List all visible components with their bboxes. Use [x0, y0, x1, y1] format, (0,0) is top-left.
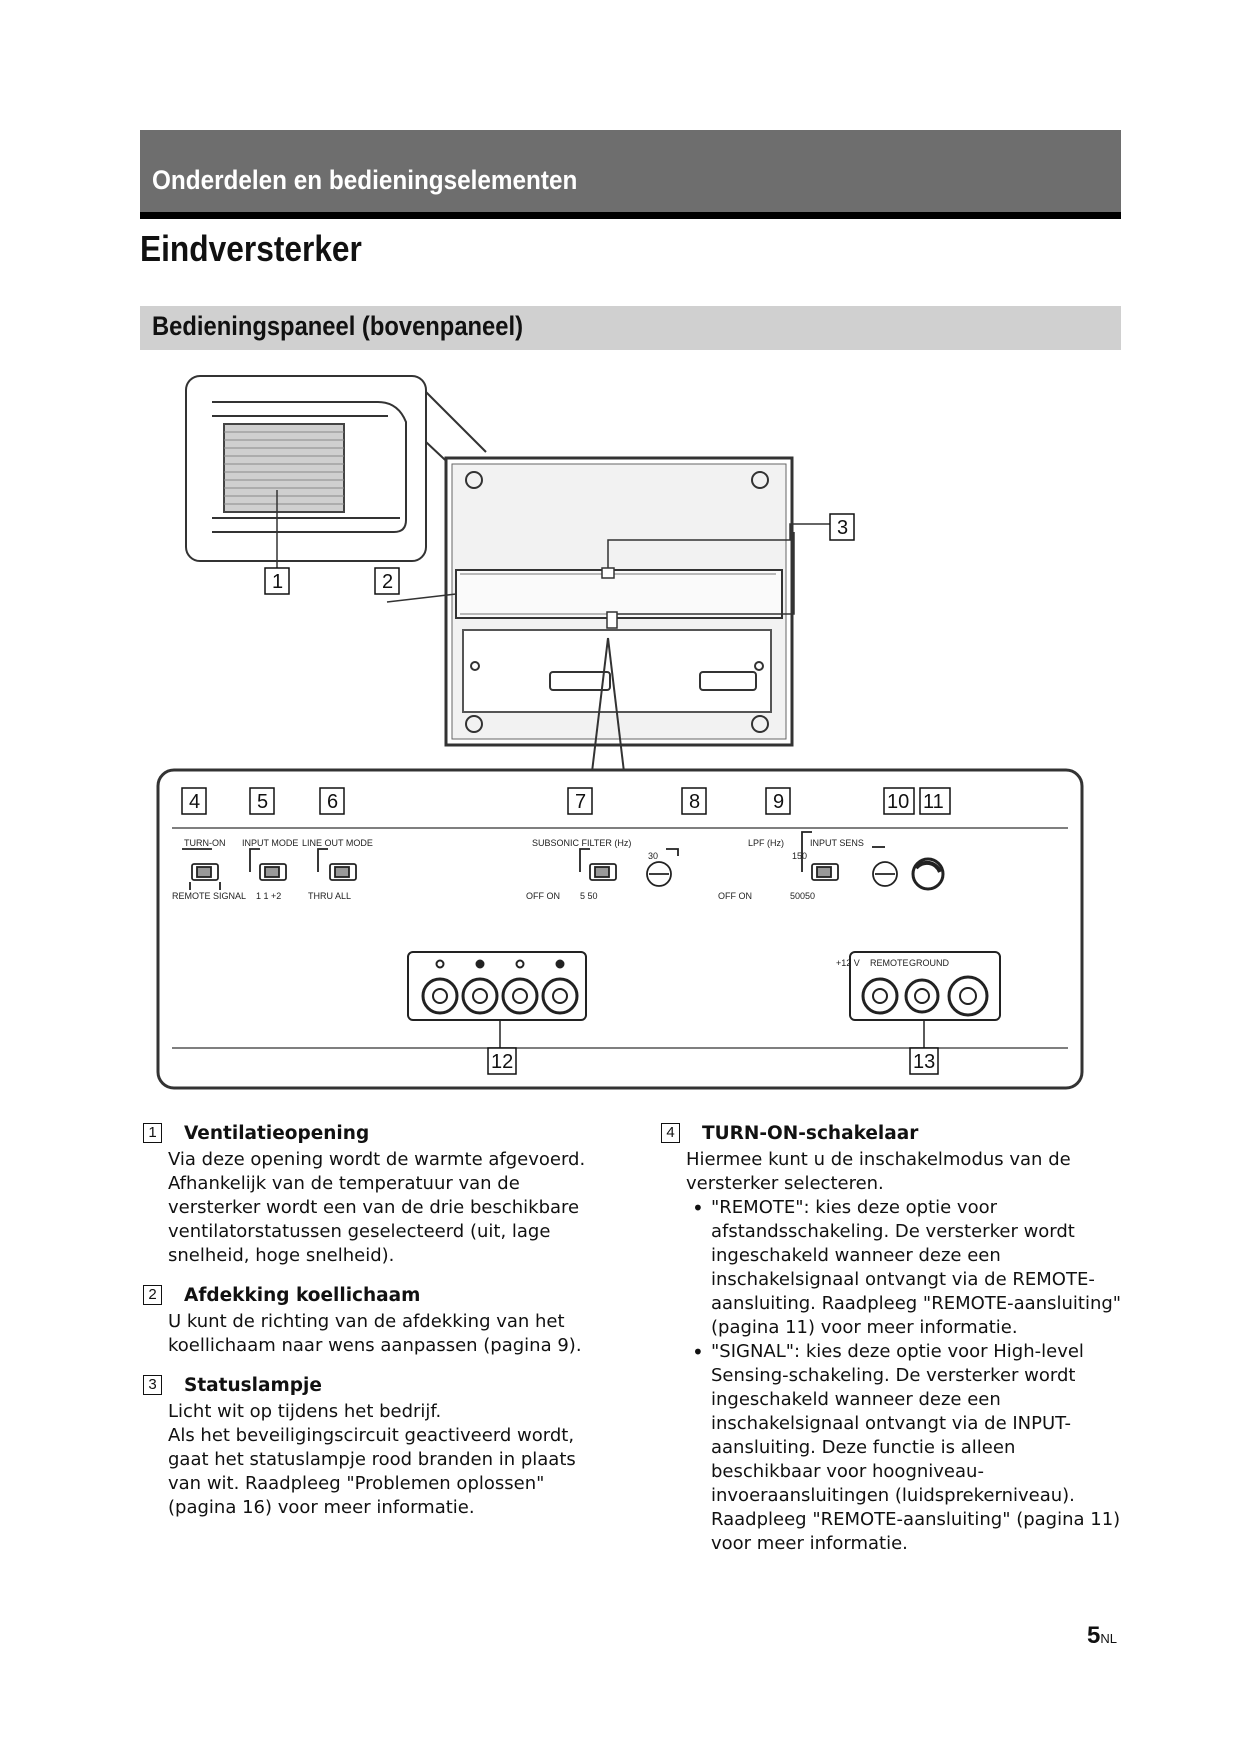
- item-number: 2: [143, 1285, 162, 1305]
- label-lpf: LPF (Hz): [748, 838, 784, 848]
- callout-7: 7: [567, 787, 593, 815]
- label-subsonic-filter: SUBSONIC FILTER (Hz): [532, 838, 631, 848]
- svg-text:4: 4: [189, 791, 200, 813]
- descriptions-left: 1 Ventilatieopening Via deze opening wor…: [140, 1118, 600, 1532]
- label-lpf-off-on: OFF ON: [718, 891, 752, 901]
- switches: [182, 831, 945, 891]
- callout-8: 8: [681, 787, 707, 815]
- svg-text:5: 5: [257, 791, 268, 813]
- label-thru-all: THRU ALL: [308, 891, 351, 901]
- item-1: 1 Ventilatieopening Via deze opening wor…: [140, 1118, 600, 1268]
- item-4: 4 TURN-ON-schakelaar Hiermee kunt u de i…: [658, 1118, 1128, 1556]
- label-remote-signal: REMOTE SIGNAL: [172, 891, 246, 901]
- label-12v: +12 V: [836, 958, 860, 968]
- item-number: 1: [143, 1123, 162, 1143]
- vent-inset: [185, 375, 487, 562]
- subsection-title: Bedieningspaneel (bovenpaneel): [152, 311, 524, 341]
- item-title: Statuslampje: [184, 1374, 322, 1396]
- item-title: Afdekking koellichaam: [184, 1284, 421, 1306]
- item-number: 4: [661, 1123, 680, 1143]
- callout-10: 10: [883, 787, 915, 815]
- svg-text:3: 3: [837, 517, 848, 539]
- callout-3: 3: [829, 513, 855, 541]
- label-lpf-mark: 150: [792, 851, 807, 861]
- item-3: 3 Statuslampje Licht wit op tijdens het …: [140, 1370, 600, 1520]
- control-panel-diagram: TURN-ON INPUT MODE LINE OUT MODE SUBSONI…: [156, 375, 1084, 1090]
- item-title: Ventilatieopening: [184, 1122, 370, 1144]
- label-input-mode: INPUT MODE: [242, 838, 298, 848]
- page-title: Eindversterker: [140, 228, 362, 269]
- item-text: U kunt de richting van de afdekking van …: [168, 1311, 582, 1356]
- item-text: Als het beveiligingscircuit geactiveerd …: [168, 1425, 576, 1518]
- item-text: Licht wit op tijdens het bedrijf.: [168, 1401, 442, 1422]
- callout-2: 2: [374, 567, 400, 595]
- label-remote: REMOTE: [870, 958, 909, 968]
- bullet-item: "REMOTE": kies deze optie voor afstandss…: [686, 1196, 1128, 1340]
- label-subsonic-mark: 30: [648, 851, 658, 861]
- power-terminals: [849, 951, 1001, 1048]
- svg-text:9: 9: [773, 791, 784, 813]
- label-input-mode-options: 1 1 +2: [256, 891, 281, 901]
- speaker-terminals: [407, 951, 587, 1048]
- label-subsonic-values: 5 50: [580, 891, 598, 901]
- item-text: Hiermee kunt u de inschakelmodus van de …: [686, 1149, 1071, 1194]
- svg-text:2: 2: [382, 571, 393, 593]
- callout-1: 1: [264, 567, 290, 595]
- svg-text:10: 10: [887, 791, 909, 813]
- item-title: TURN-ON-schakelaar: [702, 1122, 919, 1144]
- callout-4: 4: [181, 787, 207, 815]
- page-number: 5NL: [1087, 1622, 1117, 1649]
- label-lpf-values: 50050: [790, 891, 815, 901]
- label-input-sens: INPUT SENS: [810, 838, 864, 848]
- callout-5: 5: [249, 787, 275, 815]
- svg-text:6: 6: [327, 791, 338, 813]
- label-turn-on: TURN-ON: [184, 838, 226, 848]
- item-2: 2 Afdekking koellichaam U kunt de richti…: [140, 1280, 600, 1358]
- section-title: Onderdelen en bedieningselementen: [152, 165, 578, 195]
- label-ground: GROUND: [909, 958, 949, 968]
- callout-12: 12: [487, 1047, 517, 1075]
- section-banner: Onderdelen en bedieningselementen: [140, 130, 1121, 219]
- svg-text:12: 12: [491, 1051, 513, 1073]
- page-suffix: NL: [1100, 1631, 1117, 1646]
- descriptions-right: 4 TURN-ON-schakelaar Hiermee kunt u de i…: [658, 1118, 1128, 1568]
- svg-text:8: 8: [689, 791, 700, 813]
- svg-text:1: 1: [272, 571, 283, 593]
- callout-9: 9: [765, 787, 791, 815]
- item-text: Via deze opening wordt de warmte afgevoe…: [168, 1149, 586, 1266]
- svg-text:7: 7: [575, 791, 586, 813]
- svg-text:11: 11: [923, 791, 944, 813]
- label-subsonic-off-on: OFF ON: [526, 891, 560, 901]
- bullet-item: "SIGNAL": kies deze optie voor High-leve…: [686, 1340, 1128, 1556]
- bullet-list: "REMOTE": kies deze optie voor afstandss…: [686, 1196, 1128, 1556]
- item-number: 3: [143, 1375, 162, 1395]
- amplifier-body: [444, 456, 794, 747]
- label-line-out-mode: LINE OUT MODE: [302, 838, 373, 848]
- callout-11: 11: [919, 787, 951, 815]
- svg-text:13: 13: [913, 1051, 935, 1073]
- subsection-banner: Bedieningspaneel (bovenpaneel): [140, 306, 1121, 350]
- callout-6: 6: [319, 787, 345, 815]
- callout-13: 13: [909, 1047, 939, 1075]
